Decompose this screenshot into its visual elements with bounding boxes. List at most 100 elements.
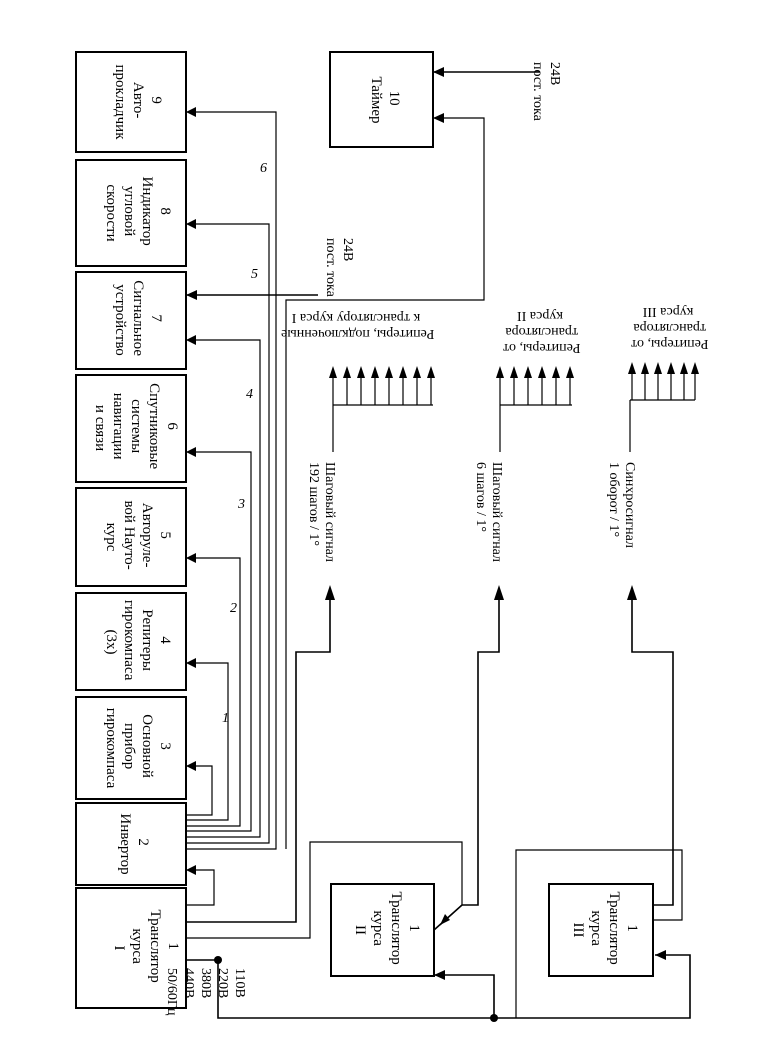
svg-text:24В пост. тока: 24В пост. тока <box>530 62 562 122</box>
timer-supply-type: пост. тока <box>530 62 545 122</box>
block-3-line-1: 3 <box>157 742 173 750</box>
distribution-wires <box>186 111 463 939</box>
sync-signal-title: Синхросигнал <box>622 462 637 548</box>
svg-text:24В пост. тока: 24В пост. тока <box>323 238 355 298</box>
wire-number-5: 5 <box>251 267 258 282</box>
block-9-line-1: 9 <box>148 96 164 104</box>
repeaters-3-line-1: Репитеры, от <box>631 336 708 351</box>
block-course-translator-3: 1 Транслятор курса III <box>548 883 654 977</box>
power-380v: 380В <box>198 968 213 998</box>
block-1-course-translator-1: 1 Транслятор курса I <box>75 887 187 1009</box>
wire-number-labels: 1 2 3 4 5 6 <box>222 161 267 726</box>
step-signal-1-rate: 192 шагов / 1° <box>306 462 321 546</box>
step-signal-2-title: Шаговый сигнал <box>489 462 504 562</box>
block-10-line-1: 10 <box>386 91 402 106</box>
block-2-line-2: Инвертор <box>117 813 133 874</box>
block-6-line-3: системы <box>128 399 144 453</box>
translator-3-line-4: III <box>570 923 586 938</box>
block-9-line-3: прокладчик <box>112 65 128 141</box>
block-4-line-1: 4 <box>157 636 173 644</box>
svg-text:Репитеры, подключенные к: Репитеры, подключенные к транслятору кур… <box>278 310 435 341</box>
block-9-line-2: Авто- <box>130 82 146 118</box>
block-6-line-1: 6 <box>164 422 180 430</box>
timer-supply-voltage: 24В <box>547 62 562 85</box>
svg-text:2 Инвертор: 2 Инвертор <box>117 813 151 874</box>
block-2-inverter: 2 Инвертор <box>75 802 187 886</box>
block-7-line-3: устройство <box>112 284 128 356</box>
svg-text:6 Спутниковые сист: 6 Спутниковые системы навигации и связи <box>92 383 180 473</box>
block-5-autopilot: 5 Авторуле- вой Науто- курс <box>75 487 187 587</box>
block-course-translator-2: 1 Транслятор курса II <box>330 883 435 977</box>
block-8-line-1: 8 <box>157 207 173 215</box>
block-3-line-2: Основной <box>139 714 155 778</box>
svg-text:3 Основной прибор: 3 Основной прибор гирокомпаса <box>103 708 173 789</box>
sync-signal-rate: 1 оборот / 1° <box>606 462 621 537</box>
block-4-line-2: Репитеры <box>139 609 155 671</box>
svg-text:1 Транслятор курса: 1 Транслятор курса II <box>352 892 422 969</box>
block-5-line-1: 5 <box>157 531 173 539</box>
svg-text:1 Транслятор курса: 1 Транслятор курса I <box>111 910 181 987</box>
block-3-line-4: гирокомпаса <box>103 708 119 789</box>
wire-number-1: 1 <box>222 711 229 726</box>
translator-2-line-1: 1 <box>406 924 422 932</box>
power-frequency: 50/60Гц <box>164 968 179 1016</box>
block-5-line-2: Авторуле- <box>139 503 155 568</box>
block-4-line-4: (3х) <box>103 630 119 655</box>
block-4-gyro-repeaters: 4 Репитеры гирокомпаса (3х) <box>75 592 187 691</box>
repeaters-1-line-1: Репитеры, подключенные <box>281 326 434 341</box>
block-6-line-4: навигации <box>110 393 126 460</box>
repeaters-2-line-2: транслятора <box>505 324 579 339</box>
block-1-line-1: 1 <box>165 942 181 950</box>
block-2-line-1: 2 <box>135 838 151 846</box>
block-7-line-2: Сигнальное <box>130 280 146 356</box>
sync-signal-3: Синхросигнал 1 оборот / 1° Репитеры, от … <box>515 304 709 1018</box>
power-220v: 220В <box>215 968 230 998</box>
svg-text:Шаговый сигнал 6 шагов /: Шаговый сигнал 6 шагов / 1° <box>473 462 504 566</box>
svg-text:8 Индикатор углово: 8 Индикатор угловой скорости <box>103 177 173 250</box>
repeaters-1-line-2: к транслятору курса I <box>291 310 420 325</box>
block-10-timer: 10 Таймер <box>329 51 434 148</box>
block-8-line-2: Индикатор <box>139 177 155 246</box>
block-6-satellite-systems: 6 Спутниковые системы навигации и связи <box>75 374 187 483</box>
svg-text:10 Таймер: 10 Таймер <box>368 76 402 123</box>
svg-text:5 Авторуле- вой На: 5 Авторуле- вой Науто- курс <box>103 500 173 573</box>
translator-3-line-1: 1 <box>624 924 640 932</box>
block-10-line-2: Таймер <box>368 76 384 123</box>
block-5-line-4: курс <box>103 523 119 552</box>
svg-text:1 Транслятор курса: 1 Транслятор курса III <box>570 892 640 969</box>
svg-text:110В 220В 380В: 110В 220В 380В 440В 50/60Гц <box>164 968 247 1016</box>
svg-text:9 Авто- прокладчик: 9 Авто- прокладчик <box>112 65 164 141</box>
block-4-line-3: гирокомпаса <box>121 600 137 681</box>
block-8-line-4: скорости <box>103 184 119 241</box>
block-3-main-gyrocompass: 3 Основной прибор гирокомпаса <box>75 696 187 800</box>
svg-text:Шаговый сигнал 192 шагов: Шаговый сигнал 192 шагов / 1° <box>306 462 337 566</box>
repeaters-2-line-1: Репитеры, от <box>503 340 580 355</box>
block-8-line-3: угловой <box>121 186 137 236</box>
step-signal-1: Шаговый сигнал 192 шагов / 1° Репитеры, … <box>278 310 435 600</box>
block-5-line-3: вой Науто- <box>121 500 137 569</box>
translator-3-line-3: курса <box>588 910 604 946</box>
block-9-auto-plotter: 9 Авто- прокладчик <box>75 51 187 153</box>
step-signal-2: Шаговый сигнал 6 шагов / 1° Репитеры, от… <box>433 308 580 931</box>
block-7-line-1: 7 <box>148 314 164 322</box>
wire-number-2: 2 <box>230 601 237 616</box>
block-1-line-2: Транслятор <box>147 910 163 983</box>
wire-number-6: 6 <box>260 161 267 176</box>
distribution-arrows <box>186 107 450 925</box>
alarm-supply-voltage: 24В <box>340 238 355 261</box>
timer-connections: 24В пост. тока <box>285 62 562 849</box>
translator-2-line-2: Транслятор <box>388 892 404 965</box>
wire-number-4: 4 <box>246 387 253 402</box>
power-440v: 440В <box>181 968 196 998</box>
wire-number-3: 3 <box>237 497 245 512</box>
svg-text:Репитеры, от транслятора: Репитеры, от транслятора курса III <box>628 304 709 351</box>
alarm-supply: 24В пост. тока <box>186 238 355 300</box>
block-1-line-3: курса <box>129 928 145 964</box>
power-110v: 110В <box>232 968 247 998</box>
repeaters-3-line-3: курса III <box>642 304 693 319</box>
block-7-alarm-device: 7 Сигнальное устройство <box>75 271 187 370</box>
svg-text:Синхросигнал 1 оборот /: Синхросигнал 1 оборот / 1° <box>606 462 637 551</box>
step-signal-2-rate: 6 шагов / 1° <box>473 462 488 532</box>
translator-2-line-3: курса <box>370 910 386 946</box>
svg-text:4 Репитеры гироком: 4 Репитеры гирокомпаса (3х) <box>103 600 173 684</box>
